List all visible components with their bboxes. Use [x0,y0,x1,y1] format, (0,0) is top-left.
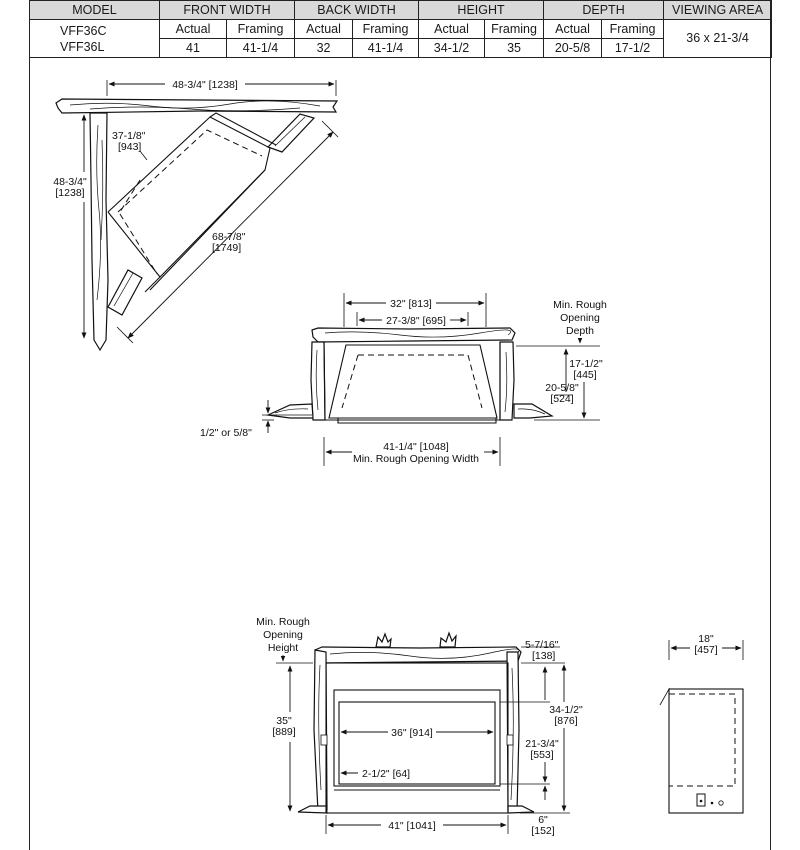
height-actual-value: 34-1/2 [418,38,486,58]
top-rough-depth-label: Opening [560,312,600,324]
header-front-width: FRONT WIDTH [158,0,296,20]
corner-side-height-in: 48-3/4" [53,176,87,188]
top-depth-framing-in: 17-1/2" [569,358,603,370]
header-viewing-area: VIEWING AREA [663,0,773,20]
header-model: MODEL [29,0,160,20]
front-height-framing-in: 35" [276,715,292,727]
top-rough-width: 41-1/4" [1048] [383,441,449,453]
height-framing-value: 35 [484,38,545,58]
top-rough-depth-label: Min. Rough [553,299,607,311]
front-rough-height-label: Opening [263,629,303,641]
header-depth: DEPTH [543,0,665,20]
corner-diagonal-mm: [1749] [212,242,241,254]
front-rough-height-label: Min. Rough [256,616,310,628]
top-rough-depth-label: Depth [566,325,594,337]
front-top-offset-in: 5-7/16" [525,639,559,651]
corner-side-height-mm: [1238] [55,187,84,199]
model-name: VFF36L [60,39,105,54]
side-depth-mm: [457] [694,644,717,656]
back-actual-value: 32 [294,38,354,58]
sub-actual: Actual [294,19,354,39]
table-value-row: 41 41-1/4 32 41-1/4 34-1/2 35 20-5/8 17-… [30,38,772,58]
corner-diagonal-in: 68-7/8" [212,231,246,243]
front-base-in: 6" [538,814,548,826]
front-side-offset: 2-1/2" [64] [362,768,410,780]
front-base-mm: [152] [531,825,554,837]
top-offset: 1/2" or 5/8" [200,427,252,439]
front-view-height-in: 21-3/4" [525,738,559,750]
table-header-row: MODEL FRONT WIDTH BACK WIDTH HEIGHT DEPT… [29,0,773,20]
side-view: 18" [457] [659,633,744,814]
front-view-width: 36" [914] [391,727,433,739]
top-depth-framing-mm: [445] [573,369,596,381]
corner-inner-in: 37-1/8" [112,130,146,142]
corner-top-width: 48-3/4" [1238] [172,79,238,91]
front-height-framing-mm: [889] [272,726,295,738]
top-inner-back-width: 27-3/8" [695] [386,315,446,327]
top-back-width: 32" [813] [390,298,432,310]
front-framing-value: 41-1/4 [225,38,296,58]
header-back-width: BACK WIDTH [294,0,420,20]
front-height-actual-in: 34-1/2" [549,704,583,716]
front-height-actual-mm: [876] [554,715,577,727]
sub-framing: Framing [484,19,545,39]
model-name: VFF36C [60,23,107,38]
top-rough-width-label: Min. Rough Opening Width [353,453,479,465]
front-view-height-mm: [553] [530,749,553,761]
front-top-offset-mm: [138] [532,650,555,662]
front-view: 36" [914] 2-1/2" [64] Min. Rough Opening… [256,616,583,837]
front-width: 41" [1041] [388,820,436,832]
viewing-area-value: 36 x 21-3/4 [663,19,773,58]
depth-actual-value: 20-5/8 [543,38,603,58]
sub-framing: Framing [225,19,296,39]
side-depth-in: 18" [698,633,714,645]
top-depth-actual-mm: [524] [550,393,573,405]
corner-view: 48-3/4" [1238] 48-3/4" [1238] 37-1/8" [9… [53,79,339,352]
front-actual-value: 41 [159,38,227,58]
top-depth-actual-in: 20-5/8" [545,382,579,394]
front-rough-height-label: Height [268,642,298,654]
back-framing-value: 41-1/4 [352,38,420,58]
depth-framing-value: 17-1/2 [601,38,665,58]
spec-table: MODEL FRONT WIDTH BACK WIDTH HEIGHT DEPT… [29,0,773,58]
top-view: 32" [813] 27-3/8" [695] Min. Rough Openi… [200,293,607,466]
corner-inner-mm: [943] [118,141,141,153]
